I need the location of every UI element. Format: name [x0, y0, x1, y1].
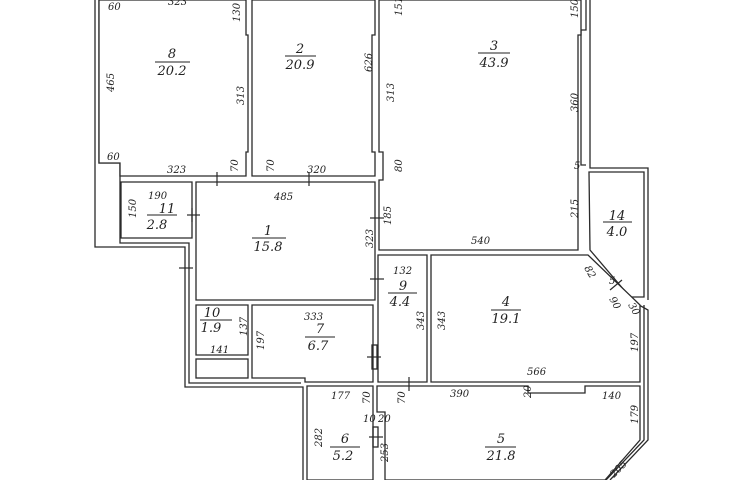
svg-text:20.9: 20.9	[285, 58, 315, 73]
svg-text:4.4: 4.4	[389, 295, 411, 310]
outer-wall	[94, 0, 304, 480]
room-label-1: 115.8	[252, 224, 286, 255]
outer-wall-right-2	[580, 0, 587, 166]
room-4-outline	[430, 254, 641, 383]
svg-text:197: 197	[256, 330, 267, 350]
svg-text:390: 390	[450, 389, 470, 400]
svg-text:320: 320	[307, 165, 327, 176]
svg-text:5: 5	[609, 276, 615, 287]
room-label-2: 220.9	[285, 42, 316, 73]
svg-text:80: 80	[394, 159, 405, 172]
svg-text:60: 60	[108, 2, 121, 13]
svg-text:10: 10	[204, 306, 221, 321]
room-1-outline	[195, 181, 376, 301]
outer-wall-right	[589, 0, 649, 300]
svg-text:20.2: 20.2	[157, 64, 187, 79]
svg-text:1.9: 1.9	[201, 321, 222, 336]
svg-text:5: 5	[497, 432, 505, 447]
svg-text:177: 177	[331, 391, 351, 402]
svg-text:9: 9	[399, 279, 407, 294]
svg-text:6.7: 6.7	[308, 339, 329, 354]
svg-text:60: 60	[107, 152, 120, 163]
svg-text:323: 323	[167, 165, 186, 176]
svg-text:15.8: 15.8	[254, 240, 283, 255]
svg-text:43.9: 43.9	[479, 56, 509, 71]
svg-text:2.8: 2.8	[146, 218, 168, 233]
svg-text:11: 11	[159, 202, 176, 217]
closet-outline	[195, 358, 249, 379]
svg-text:21.8: 21.8	[486, 449, 516, 464]
room-7-outline	[251, 304, 374, 383]
svg-text:333: 333	[304, 312, 323, 323]
outer-wall-east-2	[605, 305, 645, 480]
room-label-14: 144.0	[603, 209, 632, 240]
svg-text:14: 14	[609, 209, 626, 224]
svg-text:5.2: 5.2	[333, 449, 354, 464]
svg-text:20: 20	[523, 385, 534, 399]
svg-text:197: 197	[630, 332, 641, 352]
svg-text:150: 150	[128, 198, 139, 218]
svg-text:20: 20	[377, 414, 391, 425]
svg-text:130: 130	[232, 2, 243, 22]
room-label-11: 112.8	[146, 202, 177, 233]
door-marks	[179, 172, 623, 448]
svg-text:566: 566	[527, 367, 547, 378]
room-10-outline	[195, 304, 249, 356]
svg-text:70: 70	[397, 391, 408, 404]
room-label-8: 820.2	[155, 47, 190, 79]
room-label-7: 76.7	[305, 322, 335, 354]
svg-text:185: 185	[383, 206, 394, 225]
svg-text:132: 132	[393, 266, 412, 277]
svg-text:7: 7	[316, 322, 325, 337]
svg-text:343: 343	[416, 311, 427, 330]
svg-text:485: 485	[273, 192, 293, 203]
svg-text:4.0: 4.0	[606, 225, 628, 240]
room-label-5: 521.8	[485, 432, 516, 464]
svg-text:1: 1	[264, 224, 272, 239]
svg-text:4: 4	[501, 295, 510, 310]
svg-text:70: 70	[266, 159, 277, 172]
room-14-outline	[588, 171, 645, 298]
room-label-3: 343.9	[478, 39, 510, 71]
svg-text:5: 5	[574, 161, 580, 172]
svg-text:70: 70	[362, 391, 373, 404]
svg-text:137: 137	[239, 316, 250, 336]
room-3-outline	[378, 0, 582, 251]
room-label-9: 94.4	[388, 279, 417, 310]
svg-text:360: 360	[570, 92, 581, 112]
room-8-outline	[98, 0, 249, 177]
svg-text:323: 323	[168, 0, 187, 8]
svg-text:70: 70	[230, 159, 241, 172]
svg-text:2: 2	[295, 42, 304, 57]
svg-text:323: 323	[365, 229, 376, 248]
room-6-outline	[306, 385, 374, 480]
room-9-outline	[377, 254, 428, 383]
room-label-10: 101.9	[200, 306, 232, 336]
svg-text:282: 282	[314, 428, 325, 448]
svg-text:10: 10	[363, 414, 376, 425]
svg-text:465: 465	[106, 73, 117, 93]
svg-text:626: 626	[364, 52, 375, 72]
svg-text:343: 343	[437, 311, 448, 330]
svg-text:179: 179	[630, 404, 641, 424]
svg-text:253: 253	[380, 443, 391, 463]
svg-text:6: 6	[341, 432, 349, 447]
svg-text:190: 190	[148, 191, 168, 202]
svg-text:150: 150	[570, 0, 581, 18]
svg-text:313: 313	[386, 83, 397, 102]
room-11-outline	[120, 181, 193, 239]
svg-text:151: 151	[394, 0, 405, 16]
svg-text:141: 141	[210, 345, 229, 356]
room-label-4: 419.1	[491, 295, 521, 327]
svg-text:3: 3	[490, 39, 498, 54]
svg-text:313: 313	[236, 86, 247, 105]
svg-text:215: 215	[570, 199, 581, 219]
room-2-outline	[251, 0, 376, 177]
svg-text:8: 8	[168, 47, 176, 62]
room-5-outline	[376, 385, 641, 480]
room-label-6: 65.2	[330, 432, 360, 464]
svg-text:19.1: 19.1	[492, 312, 521, 327]
svg-text:540: 540	[471, 236, 491, 247]
svg-text:140: 140	[602, 391, 622, 402]
